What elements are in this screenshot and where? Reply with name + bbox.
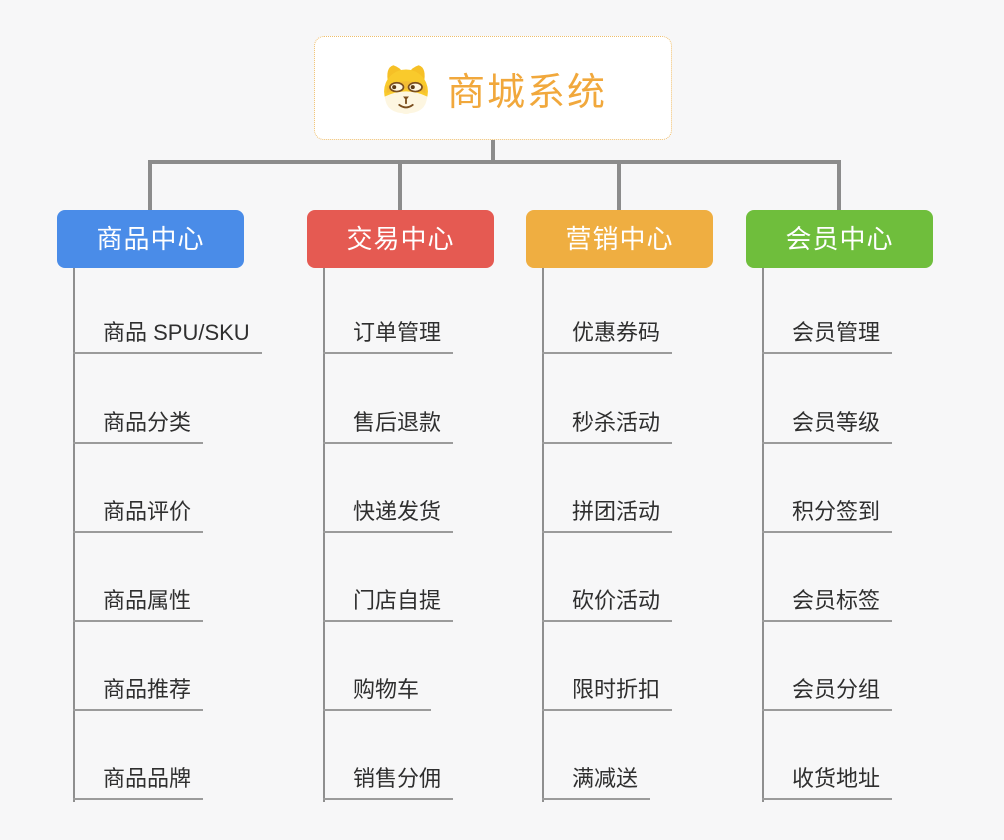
connector-drop-trade <box>398 160 402 210</box>
branch-column-member-center: 会员管理 会员等级 积分签到 会员标签 会员分组 收货地址 <box>762 268 1002 808</box>
branch-node-product-center[interactable]: 商品中心 <box>57 210 244 268</box>
connector-drop-member <box>837 160 841 210</box>
root-node-label: 商城系统 <box>446 71 607 114</box>
leaf-node[interactable]: 满减送 <box>542 764 651 800</box>
leaf-node[interactable]: 收货地址 <box>762 764 893 800</box>
leaf-node[interactable]: 会员分组 <box>762 675 893 711</box>
leaf-node[interactable]: 积分签到 <box>762 497 893 533</box>
leaf-node[interactable]: 商品属性 <box>73 586 204 622</box>
leaf-node[interactable]: 商品推荐 <box>73 675 204 711</box>
leaf-node[interactable]: 优惠券码 <box>542 318 673 354</box>
leaf-node[interactable]: 限时折扣 <box>542 675 673 711</box>
connector-drop-product <box>148 160 152 210</box>
leaf-node[interactable]: 售后退款 <box>323 408 454 444</box>
leaf-node[interactable]: 会员管理 <box>762 318 893 354</box>
root-node[interactable]: 商城系统 <box>314 36 672 140</box>
branch-node-marketing-center[interactable]: 营销中心 <box>526 210 713 268</box>
trunk-line <box>542 268 544 802</box>
leaf-node[interactable]: 会员等级 <box>762 408 893 444</box>
leaf-node[interactable]: 秒杀活动 <box>542 408 673 444</box>
connector-horizontal-spine <box>148 160 841 164</box>
leaf-node[interactable]: 拼团活动 <box>542 497 673 533</box>
leaf-node[interactable]: 砍价活动 <box>542 586 673 622</box>
branch-column-marketing-center: 优惠券码 秒杀活动 拼团活动 砍价活动 限时折扣 满减送 <box>542 268 782 808</box>
trunk-line <box>73 268 75 802</box>
shiba-dog-icon <box>384 65 428 114</box>
branch-column-product-center: 商品 SPU/SKU 商品分类 商品评价 商品属性 商品推荐 商品品牌 <box>73 268 313 808</box>
trunk-line <box>323 268 325 802</box>
connector-root-stem <box>491 140 495 162</box>
branch-column-trade-center: 订单管理 售后退款 快递发货 门店自提 购物车 销售分佣 <box>323 268 563 808</box>
leaf-node[interactable]: 商品评价 <box>73 497 204 533</box>
leaf-node[interactable]: 购物车 <box>323 675 432 711</box>
leaf-node[interactable]: 销售分佣 <box>323 764 454 800</box>
branch-node-member-center[interactable]: 会员中心 <box>746 210 933 268</box>
leaf-node[interactable]: 商品分类 <box>73 408 204 444</box>
leaf-node[interactable]: 会员标签 <box>762 586 893 622</box>
leaf-node[interactable]: 订单管理 <box>323 318 454 354</box>
leaf-node[interactable]: 商品品牌 <box>73 764 204 800</box>
leaf-node[interactable]: 快递发货 <box>323 497 454 533</box>
branch-node-trade-center[interactable]: 交易中心 <box>307 210 494 268</box>
trunk-line <box>762 268 764 802</box>
leaf-node[interactable]: 商品 SPU/SKU <box>73 318 262 354</box>
connector-drop-marketing <box>617 160 621 210</box>
leaf-node[interactable]: 门店自提 <box>323 586 454 622</box>
